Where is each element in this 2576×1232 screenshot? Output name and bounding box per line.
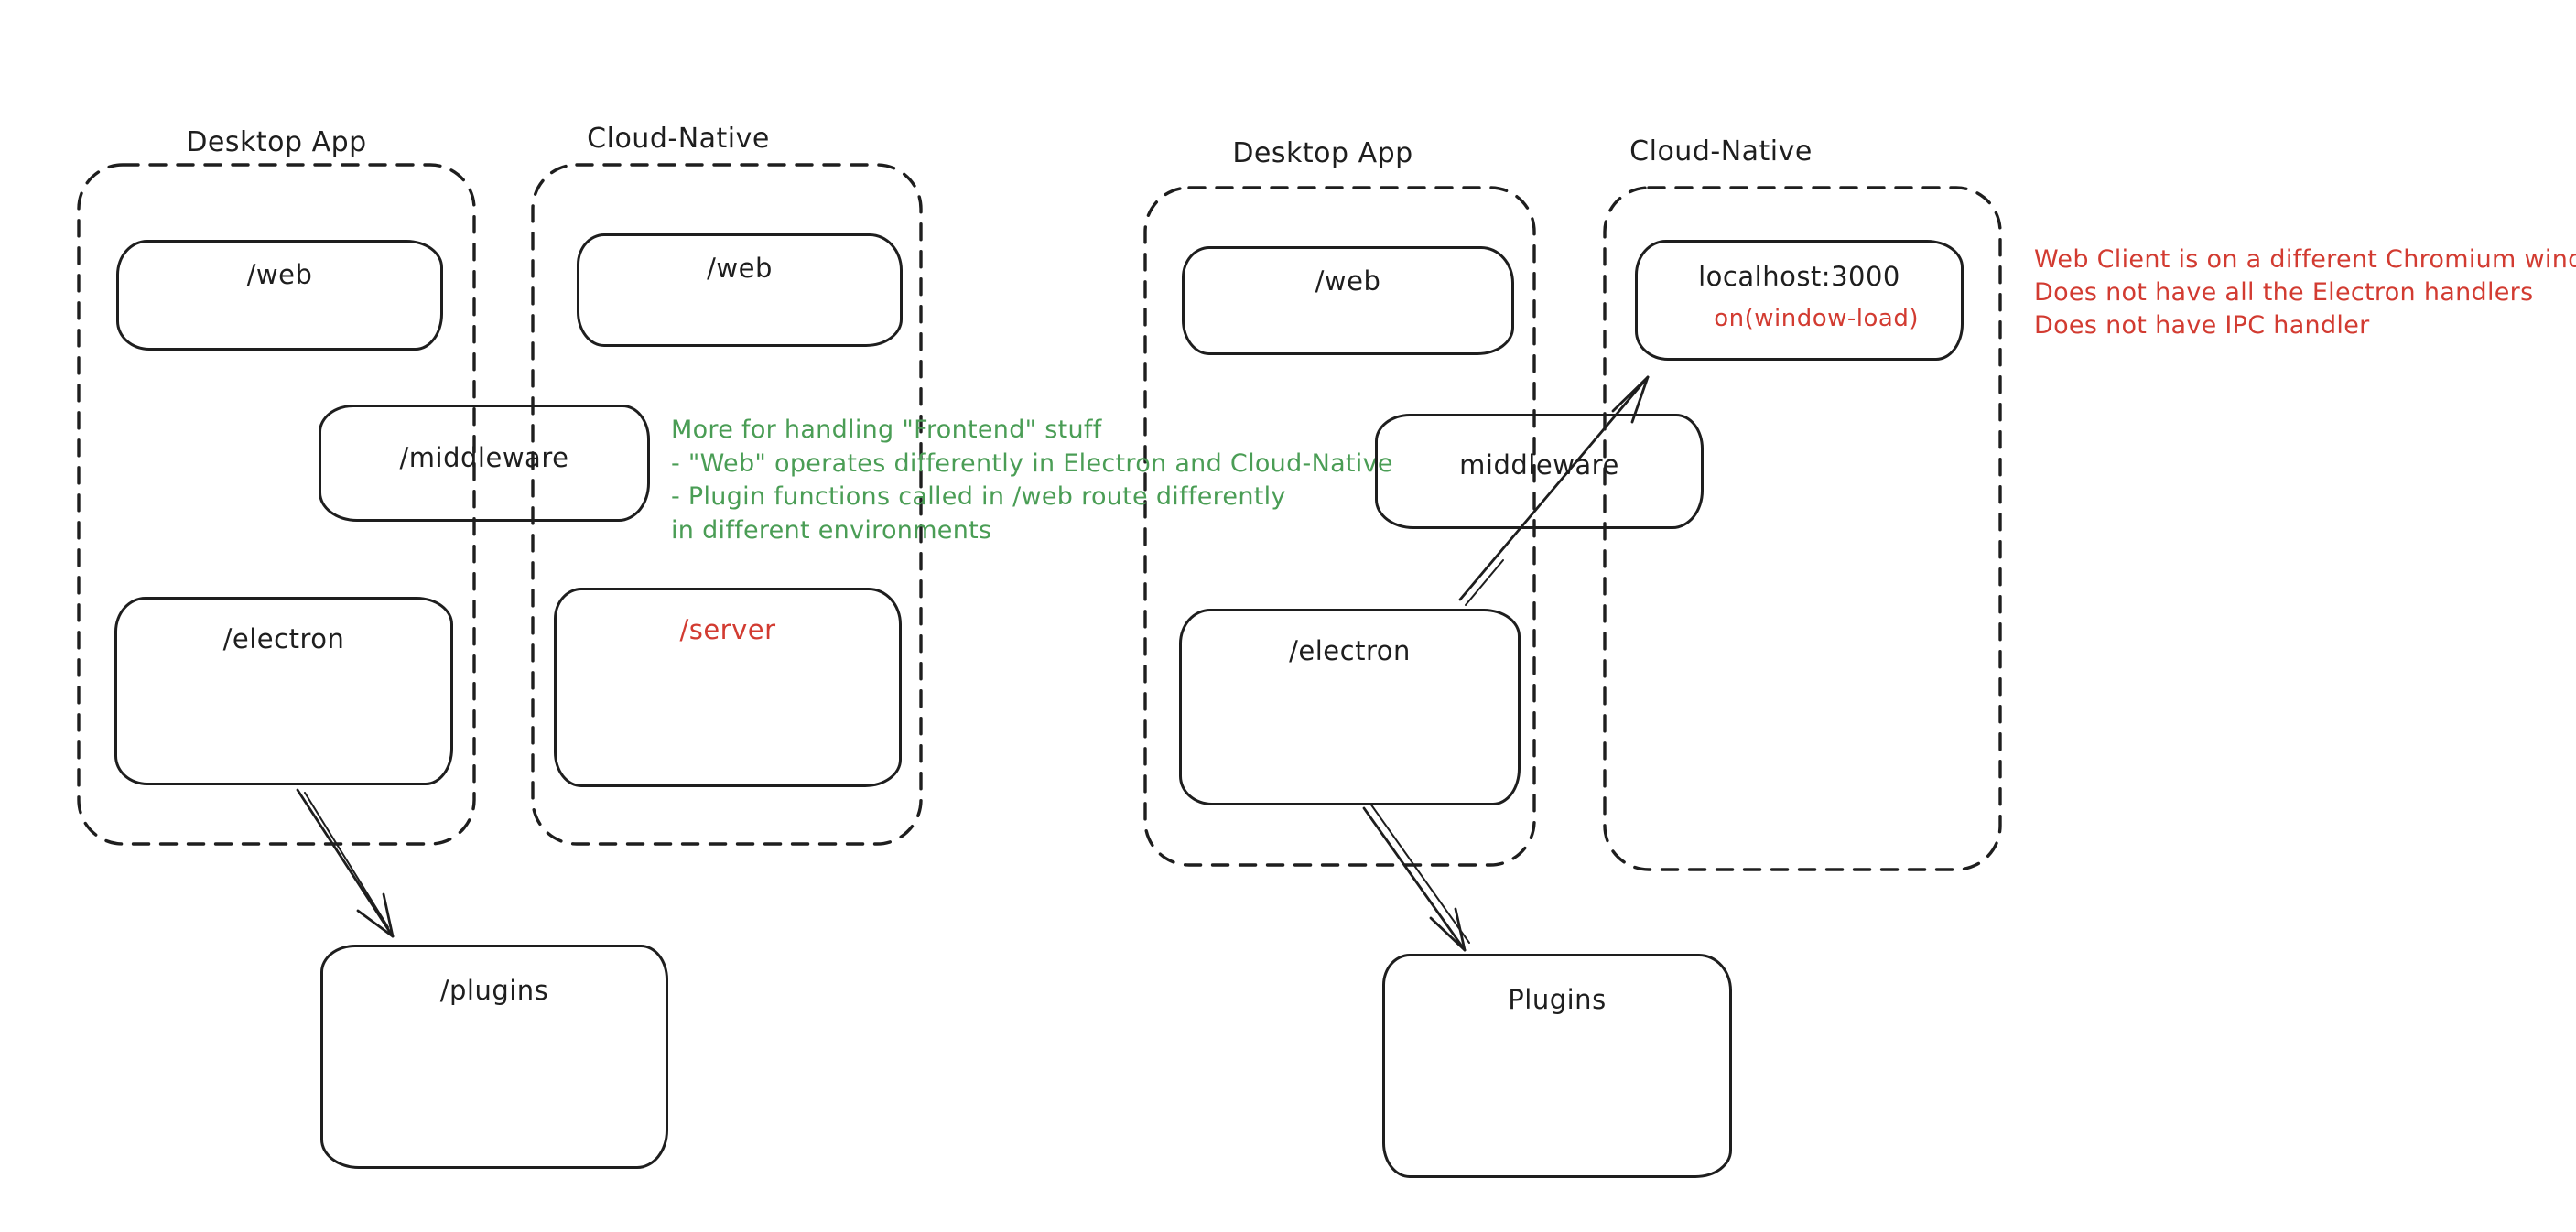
left-desktop-app-title: Desktop App xyxy=(186,126,367,158)
left-web-desktop-box: /web xyxy=(116,240,443,351)
left-plugins-box: /plugins xyxy=(320,945,668,1169)
right-on-window-load-label: on(window-load) xyxy=(1714,305,1919,332)
right-web-label: /web xyxy=(1315,265,1381,297)
left-web-cloud-label: /web xyxy=(707,253,773,284)
note-line: More for handling "Frontend" stuff xyxy=(671,416,1102,444)
left-desktop-app-container xyxy=(77,163,476,846)
right-middleware-label: middleware xyxy=(1459,449,1619,481)
right-electron-box: /electron xyxy=(1179,609,1521,805)
left-middleware-label: /middleware xyxy=(399,442,569,473)
right-red-note: Web Client is on a different Chromium wi… xyxy=(2034,243,2576,342)
left-electron-label: /electron xyxy=(222,623,345,654)
left-web-desktop-label: /web xyxy=(246,259,313,290)
left-cloud-native-container xyxy=(531,163,923,846)
left-web-cloud-box: /web xyxy=(577,233,903,347)
note-line: Does not have all the Electron handlers xyxy=(2034,278,2534,307)
right-localhost-box: localhost:3000 on(window-load) xyxy=(1635,240,1964,361)
right-electron-label: /electron xyxy=(1289,635,1411,666)
left-green-note: More for handling "Frontend" stuff - "We… xyxy=(671,414,1393,547)
right-plugins-label: Plugins xyxy=(1508,984,1607,1015)
left-plugins-label: /plugins xyxy=(439,975,549,1006)
arrow-left-electron-to-plugins xyxy=(296,788,395,938)
arrow-right-electron-to-plugins xyxy=(1362,803,1470,952)
note-line: Does not have IPC handler xyxy=(2034,311,2370,340)
note-line: Web Client is on a different Chromium wi… xyxy=(2034,245,2576,274)
right-plugins-box: Plugins xyxy=(1382,954,1732,1178)
note-line: in different environments xyxy=(671,515,992,545)
left-electron-box: /electron xyxy=(114,597,453,785)
note-line: - Plugin functions called in /web route … xyxy=(671,482,1286,511)
right-localhost-label: localhost:3000 xyxy=(1698,261,1900,292)
right-middleware-box: middleware xyxy=(1375,414,1704,529)
left-cloud-native-title: Cloud-Native xyxy=(587,123,770,155)
right-cloud-native-title: Cloud-Native xyxy=(1629,135,1813,168)
left-server-box: /server xyxy=(554,588,902,787)
left-middleware-box: /middleware xyxy=(319,405,650,522)
right-web-box: /web xyxy=(1182,246,1514,355)
left-server-label: /server xyxy=(679,614,776,645)
note-line: - "Web" operates differently in Electron… xyxy=(671,448,1393,478)
right-desktop-app-title: Desktop App xyxy=(1232,137,1413,169)
